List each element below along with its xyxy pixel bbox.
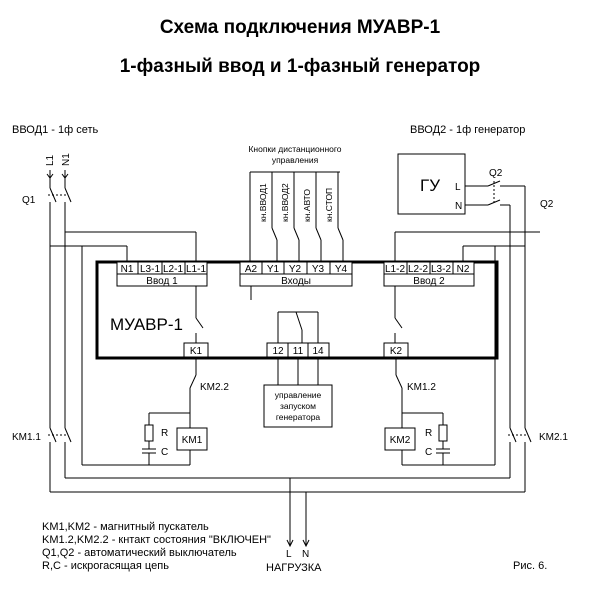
terminal-block-input1: [116, 261, 208, 287]
terminal-12: 12: [272, 346, 284, 357]
remote-buttons-label-2: управления: [272, 155, 319, 165]
terminal-block-input2: [383, 261, 475, 287]
left-coil-circuit: [142, 357, 208, 466]
terminal-11: 11: [293, 346, 304, 357]
input1-arrows: [46, 170, 69, 179]
generator-control-box: [263, 384, 333, 428]
group-input1-label: Ввод 1: [146, 276, 178, 287]
terminal-block-inputs: [239, 261, 353, 287]
internal-relay-generator: [277, 311, 319, 343]
button-stop: кн.СТОП: [324, 188, 334, 222]
load-n-label: N: [302, 549, 309, 560]
remote-buttons-label-1: Кнопки дистанционного: [248, 144, 341, 154]
terminal-y2: Y2: [289, 264, 302, 275]
input2-label: ВВОД2 - 1ф генератор: [410, 124, 525, 136]
input2-wiring: [394, 231, 540, 492]
generator-control-label-2: запуском: [280, 401, 316, 411]
group-input2-label: Ввод 2: [413, 276, 445, 287]
terminal-14: 14: [312, 346, 324, 357]
device-name: МУАВР-1: [110, 315, 183, 334]
internal-relay-k1: [195, 286, 204, 343]
contact-km21-label: KM2.1: [539, 432, 568, 443]
legend-item-4: R,C - искрогасящая цепь: [42, 560, 169, 572]
group-inputs-label: Входы: [281, 276, 311, 287]
coil-km1-label: KM1: [182, 435, 203, 446]
right-coil-circuit: [384, 357, 450, 466]
right-c-label: C: [425, 447, 432, 458]
remote-buttons: [249, 171, 344, 262]
load-bus: [50, 477, 525, 548]
terminal-y3: Y3: [312, 264, 325, 275]
generator-unit-box: [397, 153, 466, 215]
terminal-y1: Y1: [267, 264, 280, 275]
terminal-a2: A2: [245, 264, 258, 275]
q2-side-label: Q2: [540, 199, 554, 210]
generator-unit-label: ГУ: [420, 176, 440, 195]
q2-top-label: Q2: [489, 168, 503, 179]
input1-wiring: [48, 215, 197, 492]
button-vvod2: кн.ВВОД2: [280, 183, 290, 222]
terminal-l1-1: L1-1: [186, 264, 206, 275]
terminal-n1: N1: [121, 264, 134, 275]
button-vvod1: кн.ВВОД1: [258, 183, 268, 222]
load-l-label: L: [286, 549, 292, 560]
generator-control-label-3: генератора: [276, 412, 321, 422]
legend-item-2: KM1.2,KM2.2 - кнтакт состояния "ВКЛЮЧЕН": [42, 534, 271, 546]
line-n1-label: N1: [61, 153, 72, 166]
terminal-l3-2: L3-2: [431, 264, 451, 275]
generator-l-label: L: [455, 182, 461, 193]
terminal-l2-2: L2-2: [408, 264, 428, 275]
generator-control-wires: [277, 357, 319, 385]
terminal-l2-1: L2-1: [163, 264, 183, 275]
generator-control-label-1: управление: [275, 390, 322, 400]
terminal-k2: K2: [390, 346, 403, 357]
left-r-label: R: [161, 428, 168, 439]
figure-label: Рис. 6.: [513, 560, 547, 572]
terminal-l1-2: L1-2: [385, 264, 405, 275]
button-avto: кн.АВТО: [302, 189, 312, 222]
input1-label: ВВОД1 - 1ф сеть: [12, 124, 98, 136]
line-l1-label: L1: [45, 154, 56, 166]
title-line-2: 1-фазный ввод и 1-фазный генератор: [120, 56, 481, 77]
terminal-l3-1: L3-1: [140, 264, 160, 275]
right-r-label: R: [425, 428, 432, 439]
contact-km22-label: KM2.2: [200, 382, 229, 393]
coil-km2-label: KM2: [390, 435, 411, 446]
contact-km12-label: KM1.2: [407, 382, 436, 393]
internal-relay-k2: [394, 286, 403, 343]
terminal-n2: N2: [457, 264, 470, 275]
q1-label: Q1: [22, 195, 36, 206]
title-line-1: Схема подключения МУАВР-1: [160, 17, 441, 38]
terminal-k1: K1: [190, 346, 203, 357]
legend-item-1: KM1,KM2 - магнитный пускатель: [42, 521, 209, 533]
q1-breaker: [48, 178, 72, 215]
terminal-y4: Y4: [335, 264, 348, 275]
legend-item-3: Q1,Q2 - автоматический выключатель: [42, 547, 237, 559]
left-c-label: C: [161, 447, 168, 458]
contact-km11-label: KM1.1: [12, 432, 41, 443]
load-label: НАГРУЗКА: [266, 562, 322, 574]
generator-n-label: N: [455, 201, 462, 212]
